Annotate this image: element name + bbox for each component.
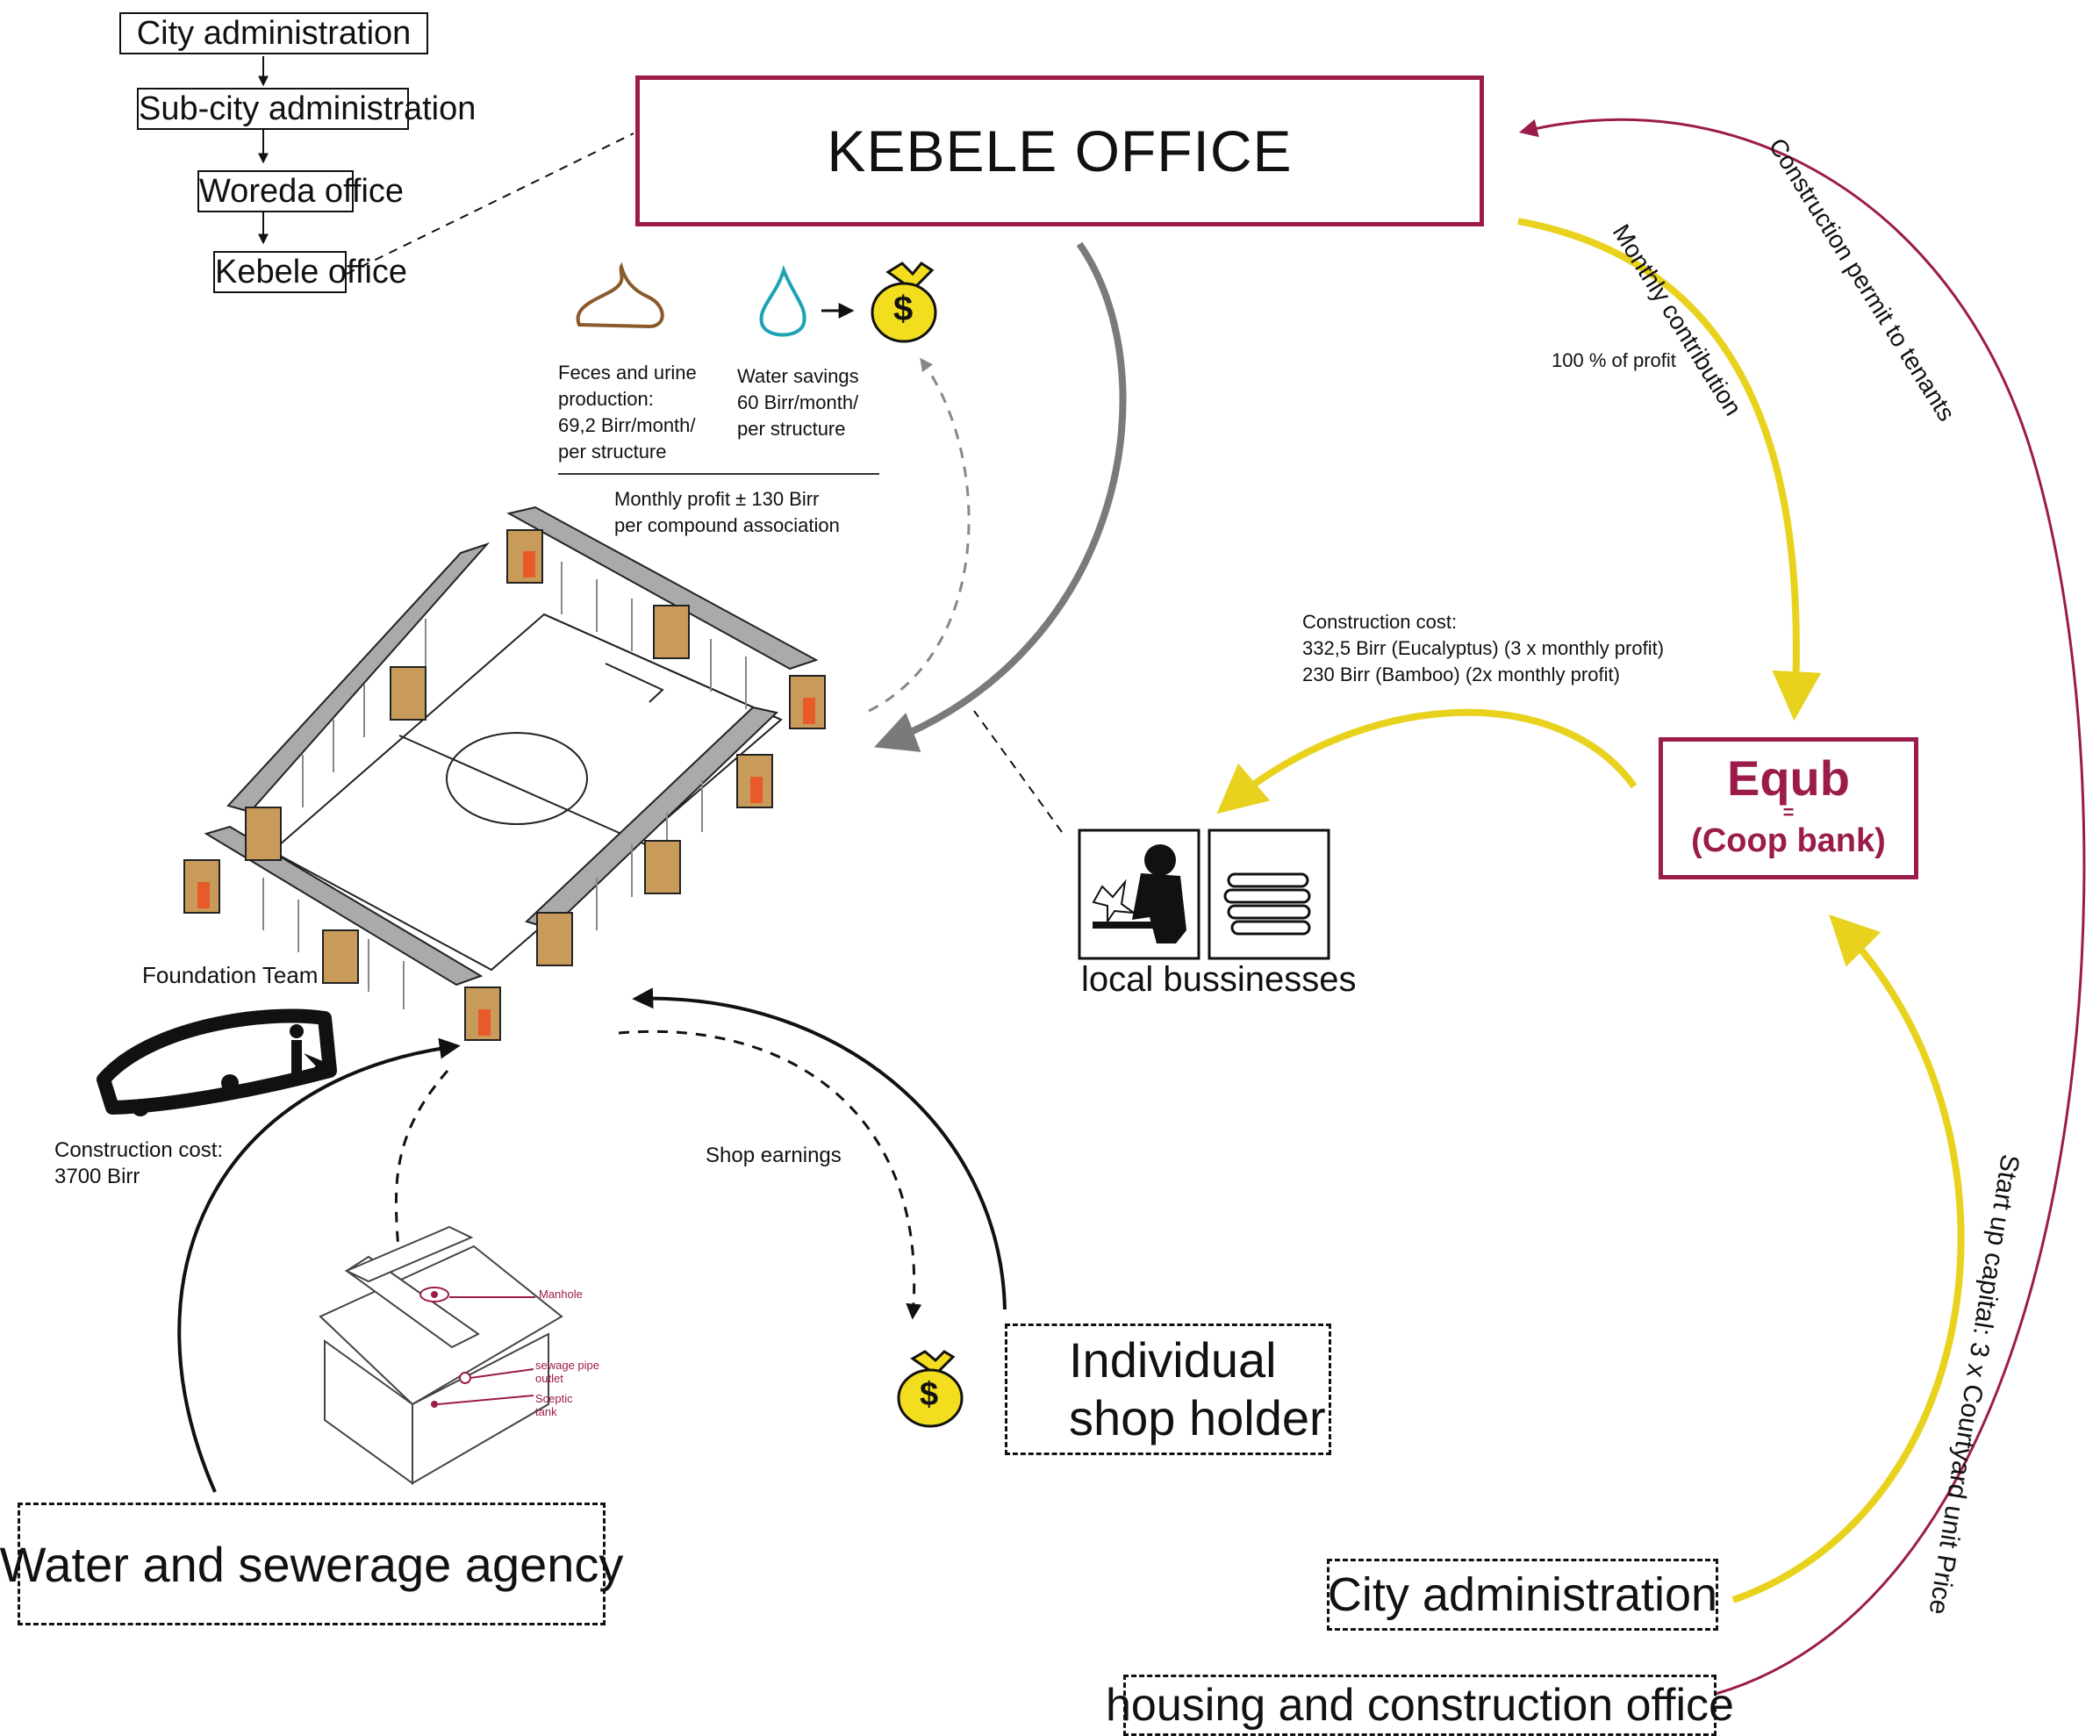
shop-holder-line-2: shop holder <box>1069 1390 1326 1445</box>
local-businesses-label: local bussinesses <box>1081 960 1357 999</box>
profit-line-2: per compound association <box>614 514 840 536</box>
feces-icon <box>576 262 664 329</box>
sewage-pipe-label: sewage pipe outlet <box>535 1359 599 1385</box>
money-symbol-top: $ <box>893 290 914 328</box>
kebele-office-title: KEBELE OFFICE <box>827 118 1293 183</box>
water-agency-label: Water and sewerage agency <box>0 1536 624 1592</box>
water-agency-box: Water and sewerage agency <box>0 1503 623 1625</box>
equb-title: Equb <box>1727 750 1850 806</box>
foundation-cost-line-1: Construction cost: <box>54 1138 224 1162</box>
city-administration-box: City administration <box>1327 1559 1718 1631</box>
monthly-contribution-arrow <box>1517 218 1822 721</box>
construction-permit-arrow <box>1518 118 2086 1696</box>
shop-holder-box: Individual shop holder <box>1005 1324 1331 1455</box>
monthly-profit-text: Monthly profit ± 130 Birr per compound a… <box>614 486 840 539</box>
city-administration-label: City administration <box>1327 1568 1718 1621</box>
shop-holder-arrow <box>632 987 1007 1310</box>
money-bag-icon-shop <box>897 1350 964 1428</box>
feces-line-2: production: <box>558 388 654 410</box>
sewage-pipe-line-1: sewage pipe <box>535 1359 599 1372</box>
housing-office-label: housing and construction office <box>1106 1680 1734 1731</box>
water-line-2: 60 Birr/month/ <box>737 391 859 413</box>
equb-equals: = <box>1782 801 1795 823</box>
water-drop-icon <box>759 264 806 337</box>
profit-line-1: Monthly profit ± 130 Birr <box>614 488 820 510</box>
timber-icon <box>1208 829 1330 960</box>
startup-capital-arrow <box>1731 915 1965 1603</box>
septic-tank-label: Sceptic tank <box>535 1392 573 1418</box>
business-link-dashed <box>973 710 1063 833</box>
septic-tank-drawing <box>319 1225 563 1485</box>
construction-cost-foundation: Construction cost: 3700 Birr <box>54 1137 223 1190</box>
hierarchy-woreda-office: Woreda office <box>197 170 404 212</box>
welder-icon <box>1078 829 1201 960</box>
construction-cost-local-line-2: 332,5 Birr (Eucalyptus) (3 x monthly pro… <box>1302 637 1665 659</box>
manhole-label: Manhole <box>539 1288 583 1301</box>
hierarchy-kebele-office: Kebele office <box>213 251 407 293</box>
kebele-to-compound-arrow <box>874 241 1127 752</box>
construction-cost-local-line-3: 230 Birr (Bamboo) (2x monthly profit) <box>1302 664 1620 685</box>
kebele-link-dashed <box>346 133 634 275</box>
water-agency-arrow <box>177 1037 461 1493</box>
septic-tank-line-1: Sceptic <box>535 1392 573 1405</box>
construction-cost-arrow <box>1216 708 1638 814</box>
feces-savings-text: Feces and urine production: 69,2 Birr/mo… <box>558 360 697 465</box>
equb-box: Equb = (Coop bank) <box>1659 737 1918 879</box>
shop-earnings-arrow <box>618 1029 922 1320</box>
septic-tank-line-2: tank <box>535 1405 557 1418</box>
profit-share-label: 100 % of profit <box>1552 349 1676 371</box>
money-symbol-shop: $ <box>920 1376 939 1413</box>
sewage-pipe-line-2: outlet <box>535 1372 563 1385</box>
shop-holder-line-1: Individual <box>1069 1332 1277 1388</box>
housing-office-box: housing and construction office <box>1106 1675 1734 1736</box>
feces-line-3: 69,2 Birr/month/ <box>558 414 696 436</box>
water-line-3: per structure <box>737 418 846 440</box>
foundation-cost-line-2: 3700 Birr <box>54 1165 140 1188</box>
kebele-office-box: KEBELE OFFICE <box>635 75 1484 226</box>
compound-to-savings-arrow <box>868 357 971 713</box>
money-bag-icon <box>871 262 937 343</box>
shop-earnings-label: Shop earnings <box>706 1144 842 1167</box>
septic-arrow <box>391 1070 449 1267</box>
equb-subtitle: (Coop bank) <box>1691 822 1886 859</box>
compound-illustration <box>183 506 826 1041</box>
foundation-team-icon <box>97 1008 337 1116</box>
construction-cost-local: Construction cost: 332,5 Birr (Eucalyptu… <box>1302 609 1664 688</box>
water-line-1: Water savings <box>737 365 859 387</box>
foundation-team-label: Foundation Team <box>142 962 319 988</box>
construction-cost-local-line-1: Construction cost: <box>1302 611 1458 633</box>
hierarchy-city-administration: City administration <box>119 12 428 54</box>
hierarchy-sub-city-administration: Sub-city administration <box>137 88 476 130</box>
feces-line-4: per structure <box>558 441 667 463</box>
feces-line-1: Feces and urine <box>558 362 697 384</box>
water-savings-text: Water savings 60 Birr/month/ per structu… <box>737 363 859 442</box>
